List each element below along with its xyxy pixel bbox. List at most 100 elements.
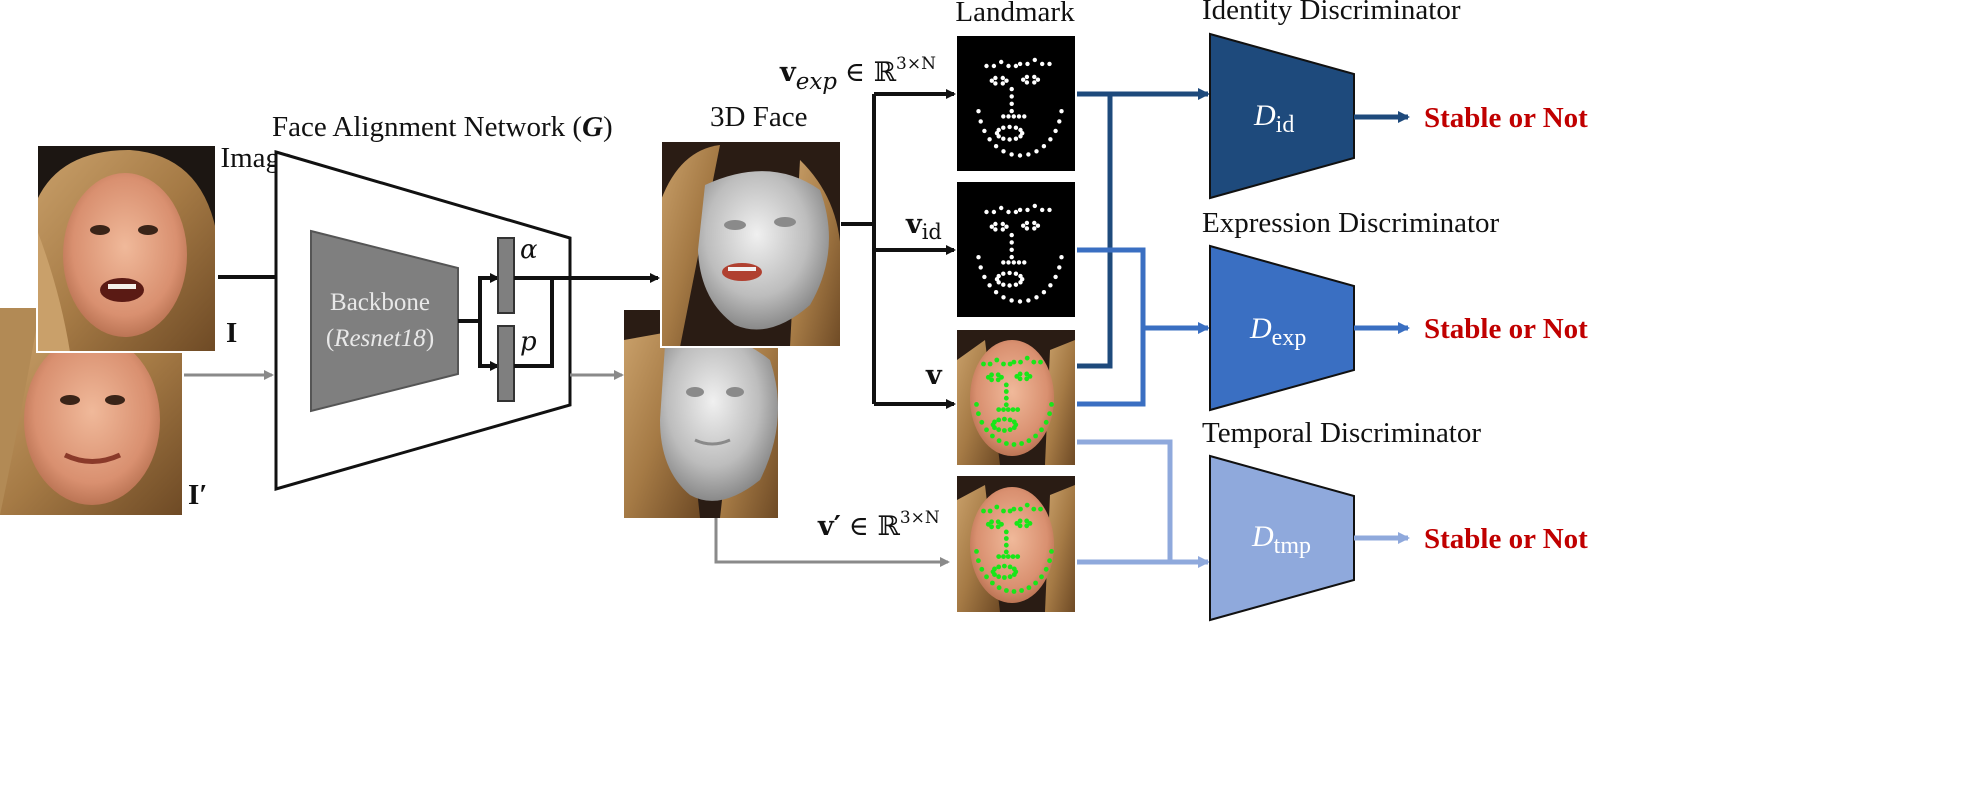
landmark-point [999, 521, 1004, 527]
landmark-point [1018, 359, 1023, 365]
input-image-current [36, 144, 217, 353]
landmark-point [1009, 101, 1014, 107]
landmark-point [1038, 359, 1043, 365]
landmark-point [1003, 542, 1009, 548]
arrow-backbone-to-alpha [458, 273, 500, 323]
landmark-point [1024, 523, 1030, 529]
landmark-point [1010, 554, 1016, 559]
landmark-point [981, 361, 986, 367]
landmark-point [1039, 427, 1044, 433]
landmark-overlay-previous [957, 476, 1075, 612]
temporal-discriminator-title: Temporal Discriminator [1202, 417, 1481, 449]
landmark-point [1057, 265, 1062, 270]
landmark-point [1001, 149, 1006, 154]
landmark-point [987, 137, 992, 142]
landmark-point [981, 508, 986, 514]
landmark-point [1006, 63, 1011, 69]
3d-face-current [660, 140, 842, 348]
landmark-point [1009, 108, 1014, 114]
landmark-point [1048, 137, 1053, 142]
landmark-point [985, 521, 991, 527]
landmark-point [987, 508, 993, 514]
landmark-point [1014, 374, 1020, 379]
landmark-point [1009, 152, 1014, 157]
landmark-point [1033, 433, 1038, 439]
landmark-point [1049, 402, 1054, 407]
network-title: Face Alignment Network (G) [272, 111, 613, 143]
landmark-point [1017, 61, 1023, 67]
landmark-point [1003, 382, 1009, 388]
landmark-point [1047, 61, 1052, 67]
arrow-to-temporal-discriminator [1077, 439, 1210, 568]
landmark-point [1026, 152, 1031, 157]
landmark-point [1017, 518, 1023, 524]
landmark-point [1011, 566, 1017, 572]
landmark-overlay-current [957, 330, 1075, 465]
landmark-point [1018, 134, 1023, 139]
landmark-point [1001, 136, 1006, 141]
alpha-label: α [520, 235, 538, 265]
expression-discriminator-title: Expression Discriminator [1202, 207, 1500, 239]
landmark-point [1001, 361, 1006, 367]
landmark-point [1000, 227, 1005, 232]
landmark-point [1024, 80, 1030, 85]
landmark-point [996, 438, 1002, 444]
landmark-point [976, 558, 981, 564]
landmark-point [1014, 521, 1020, 526]
landmark-point [1038, 506, 1043, 512]
landmark-point [1011, 589, 1017, 594]
landmark-point [1043, 419, 1049, 425]
landmark-point [987, 361, 993, 367]
landmark-point [1015, 407, 1021, 412]
3d-face-previous [624, 310, 778, 518]
landmark-point [995, 519, 1001, 525]
landmark-point [1040, 61, 1045, 67]
landmark-point [996, 273, 1001, 279]
landmark-point [1024, 355, 1030, 361]
landmark-point [1032, 74, 1037, 80]
landmark-point [1041, 144, 1047, 149]
landmark-point [976, 255, 981, 260]
landmark-point [1016, 260, 1022, 265]
landmark-point [1002, 416, 1007, 422]
landmark-point [996, 564, 1002, 570]
backbone-label: Backbone [330, 289, 430, 316]
landmark-point [995, 377, 1001, 383]
landmark-point [985, 374, 991, 380]
landmark-point [999, 205, 1004, 211]
landmark-point [1004, 441, 1009, 446]
landmark-point [1022, 260, 1027, 265]
landmark-point [1003, 402, 1009, 408]
landmark-point [1005, 407, 1011, 412]
arrow-to-overlay-previous [714, 518, 950, 567]
landmark-point [996, 407, 1002, 412]
landmark-point [993, 221, 998, 227]
landmark-point [976, 109, 981, 114]
landmark-point [989, 78, 994, 83]
landmark-point [993, 290, 999, 295]
identity-discriminator-title: Identity Discriminator [1202, 0, 1461, 26]
landmark-point [1011, 419, 1017, 425]
landmark-point [1021, 77, 1026, 82]
landmark-point [1007, 137, 1012, 142]
3d-face-title: 3D Face [710, 101, 807, 133]
landmark-point [1049, 549, 1054, 554]
landmark-point [1019, 441, 1024, 446]
landmark-point [1032, 226, 1037, 231]
landmark-point [1001, 271, 1006, 276]
input-symbol-current: I [226, 317, 237, 349]
landmark-point [1057, 119, 1062, 124]
landmark-point [1041, 290, 1047, 295]
landmark-point [1019, 588, 1024, 593]
landmark-point [1002, 575, 1007, 580]
landmark-point [996, 427, 1002, 433]
landmark-point [990, 580, 995, 586]
landmark-point [1018, 506, 1023, 512]
landmark-point [1018, 127, 1023, 133]
landmark-point [991, 209, 997, 215]
landmark-point [992, 566, 997, 572]
temporal-discriminator-symbol: Dtmp [1251, 520, 1311, 559]
landmark-point [989, 524, 994, 530]
landmark-point [982, 128, 987, 134]
landmark-point [1016, 114, 1022, 119]
